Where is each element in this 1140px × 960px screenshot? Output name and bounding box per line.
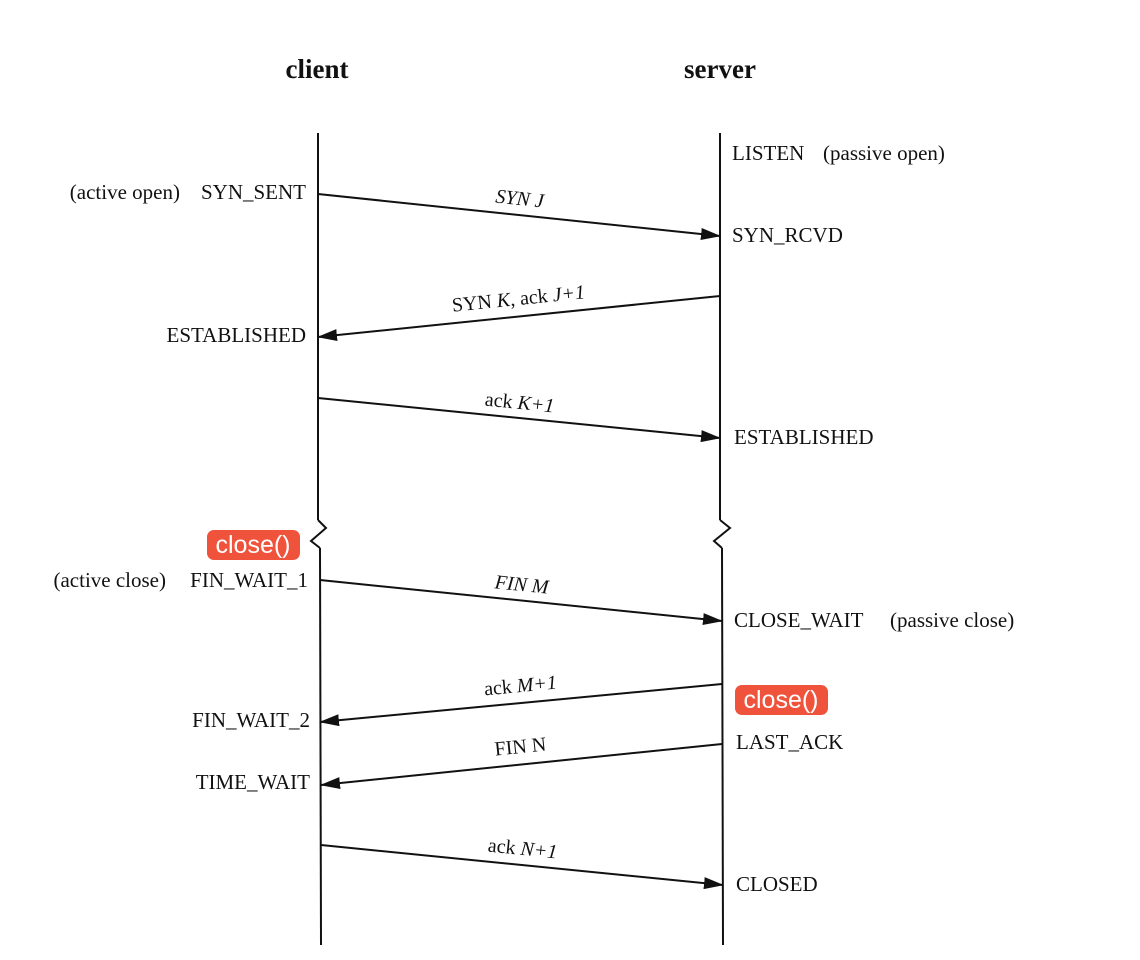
server-state-established: ESTABLISHED	[734, 425, 873, 449]
client-close-call-label: close()	[215, 531, 290, 559]
server-close-call: close()	[735, 685, 828, 715]
syn-ack-label: SYN K, ack J+1	[451, 281, 586, 316]
syn-ack-arrow	[317, 295, 721, 342]
ack-k-arrow	[317, 397, 721, 443]
client-state-fin-wait-2: FIN_WAIT_2	[192, 708, 310, 732]
client-fin-wait-1-note: (active close)	[53, 568, 166, 592]
fin-m-label: FIN M	[493, 571, 551, 599]
server-state-closed: CLOSED	[736, 872, 818, 896]
fin-m-arrow	[319, 579, 723, 626]
server-close-call-label: close()	[743, 686, 818, 714]
ack-m-label: ack M+1	[483, 672, 558, 701]
syn-arrow	[317, 193, 721, 240]
server-listen-note: (passive open)	[823, 141, 945, 165]
client-state-established: ESTABLISHED	[167, 323, 306, 347]
fin-n-label: FIN N	[494, 733, 548, 760]
server-state-syn-rcvd: SYN_RCVD	[732, 223, 843, 247]
server-header: server	[684, 54, 756, 84]
fin-n-arrow	[320, 743, 723, 790]
client-timeline	[309, 133, 328, 946]
ack-n-label: ack N+1	[487, 835, 558, 864]
server-close-wait-note: (passive close)	[890, 608, 1014, 632]
server-state-listen: LISTEN	[732, 141, 804, 165]
server-state-last-ack: LAST_ACK	[736, 730, 843, 754]
client-state-fin-wait-1: FIN_WAIT_1	[190, 568, 308, 592]
ack-m-arrow	[319, 683, 723, 727]
client-close-call: close()	[207, 530, 300, 560]
ack-k-label: ack K+1	[484, 389, 555, 418]
client-state-time-wait: TIME_WAIT	[196, 770, 310, 794]
client-syn-sent-note: (active open)	[70, 180, 180, 204]
server-state-close-wait: CLOSE_WAIT	[734, 608, 864, 632]
server-timeline	[712, 133, 732, 946]
client-state-syn-sent: SYN_SENT	[201, 180, 306, 204]
client-header: client	[286, 54, 349, 84]
syn-label: SYN J	[494, 186, 545, 213]
ack-n-arrow	[320, 844, 724, 890]
